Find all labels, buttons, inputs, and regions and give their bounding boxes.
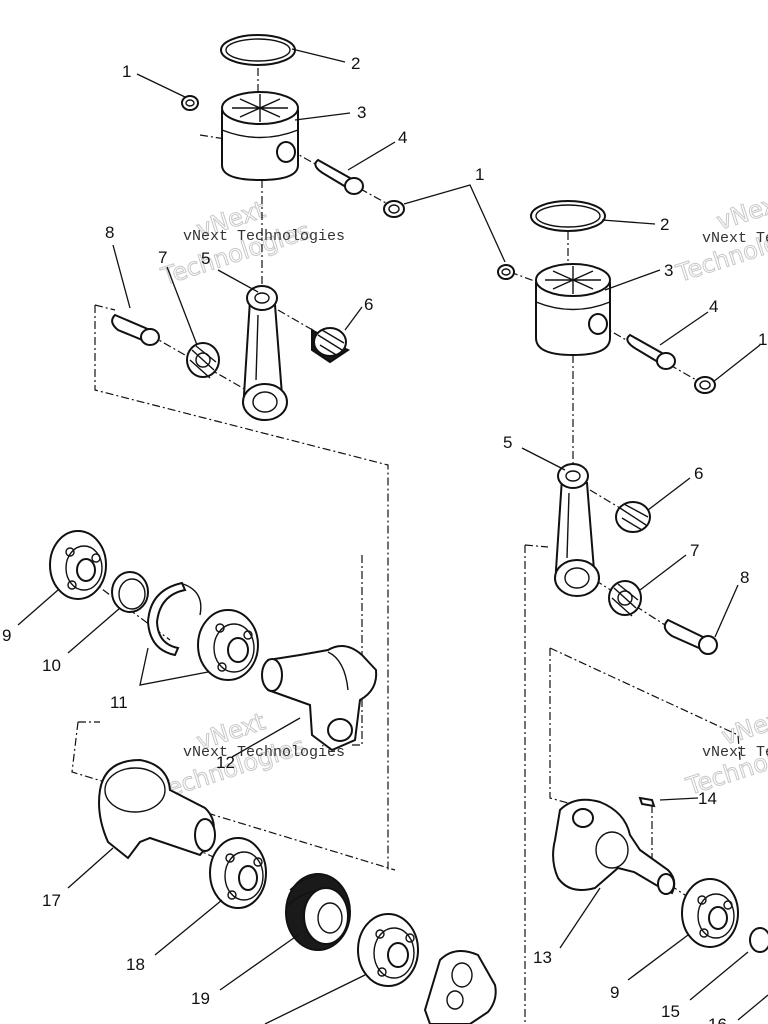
circlip-left-b — [383, 200, 405, 218]
callout-4: 4 — [398, 128, 407, 147]
needle-bearing-big-end-left — [186, 342, 220, 379]
svg-text:vNext Technologies: vNext Technologies — [702, 230, 768, 247]
crank-pin-right — [663, 618, 718, 655]
watermark-middle-right: vNext Technologies vNext Technologies — [682, 702, 768, 802]
piston-right — [535, 263, 611, 357]
crank-web-17 — [98, 758, 216, 860]
callout-19: 19 — [191, 989, 210, 1008]
main-bearing-20 — [357, 913, 419, 987]
labyrinth-seal-19 — [285, 873, 351, 951]
crank-half-12 — [261, 645, 378, 752]
callout-labels: 1 2 3 4 1 2 3 4 1 8 7 5 6 5 6 7 8 9 10 1… — [2, 54, 767, 1024]
callout-7: 7 — [690, 541, 699, 560]
callout-5: 5 — [503, 433, 512, 452]
needle-bearing-small-end-right — [615, 501, 651, 533]
snap-ring-11 — [146, 581, 202, 657]
svg-text:vNext: vNext — [713, 187, 768, 235]
crank-web-21 — [423, 950, 497, 1024]
connecting-rod-left — [242, 285, 288, 422]
callout-2: 2 — [351, 54, 360, 73]
piston-pin-left — [314, 158, 364, 195]
connecting-rod-right — [554, 463, 600, 597]
callout-10: 10 — [42, 656, 61, 675]
callout-9: 9 — [2, 626, 11, 645]
svg-text:vNext Technologies: vNext Technologies — [702, 744, 768, 761]
circlip-right-a — [497, 264, 515, 280]
piston-ring-left — [220, 34, 296, 66]
crank-half-13 — [552, 798, 676, 895]
watermark-top-left: vNext Technologies vNext Technologies — [157, 195, 345, 292]
main-bearing-18 — [209, 837, 267, 909]
callout-11: 11 — [110, 693, 128, 712]
snap-ring-10 — [111, 571, 149, 613]
main-bearing-11 — [197, 609, 259, 681]
snap-ring-15 — [749, 927, 768, 953]
callout-1: 1 — [758, 330, 767, 349]
needle-bearing-big-end-right — [608, 580, 642, 617]
piston-pin-right — [626, 333, 676, 370]
callout-8: 8 — [740, 568, 749, 587]
callout-7: 7 — [158, 248, 167, 267]
callout-9: 9 — [610, 983, 619, 1002]
main-bearing-9-right — [681, 878, 739, 948]
circlip-right-b — [694, 376, 716, 394]
woodruff-key-14 — [638, 796, 656, 808]
piston-left — [221, 91, 299, 182]
assembly-outline-left — [71, 304, 396, 871]
callout-15: 15 — [661, 1002, 680, 1021]
callout-1: 1 — [475, 165, 484, 184]
callout-8: 8 — [105, 223, 114, 242]
svg-text:vNext Technologies: vNext Technologies — [183, 228, 345, 245]
callout-17: 17 — [42, 891, 61, 910]
callout-1: 1 — [122, 62, 131, 81]
callout-18: 18 — [126, 955, 145, 974]
piston-ring-right — [530, 200, 606, 232]
crank-pin-left — [111, 313, 160, 346]
callout-13: 13 — [533, 948, 552, 967]
callout-4: 4 — [709, 297, 718, 316]
callout-6: 6 — [694, 464, 703, 483]
svg-text:vNext Technologies: vNext Technologies — [183, 744, 345, 761]
callout-16: 16 — [708, 1015, 727, 1024]
callout-6: 6 — [364, 295, 373, 314]
needle-bearing-small-end-left — [311, 327, 351, 364]
assembly-outline-right — [524, 544, 741, 1024]
leader-lines — [17, 48, 768, 1024]
callout-5: 5 — [201, 249, 210, 268]
watermark-top-right: vNext Technologies vNext Technologies — [672, 187, 768, 289]
main-bearing-9-left — [49, 530, 107, 600]
callout-2: 2 — [660, 215, 669, 234]
callout-3: 3 — [664, 261, 673, 280]
circlip-left-a — [181, 95, 199, 111]
callout-12: 12 — [216, 753, 235, 772]
callout-3: 3 — [357, 103, 366, 122]
callout-14: 14 — [698, 789, 717, 808]
